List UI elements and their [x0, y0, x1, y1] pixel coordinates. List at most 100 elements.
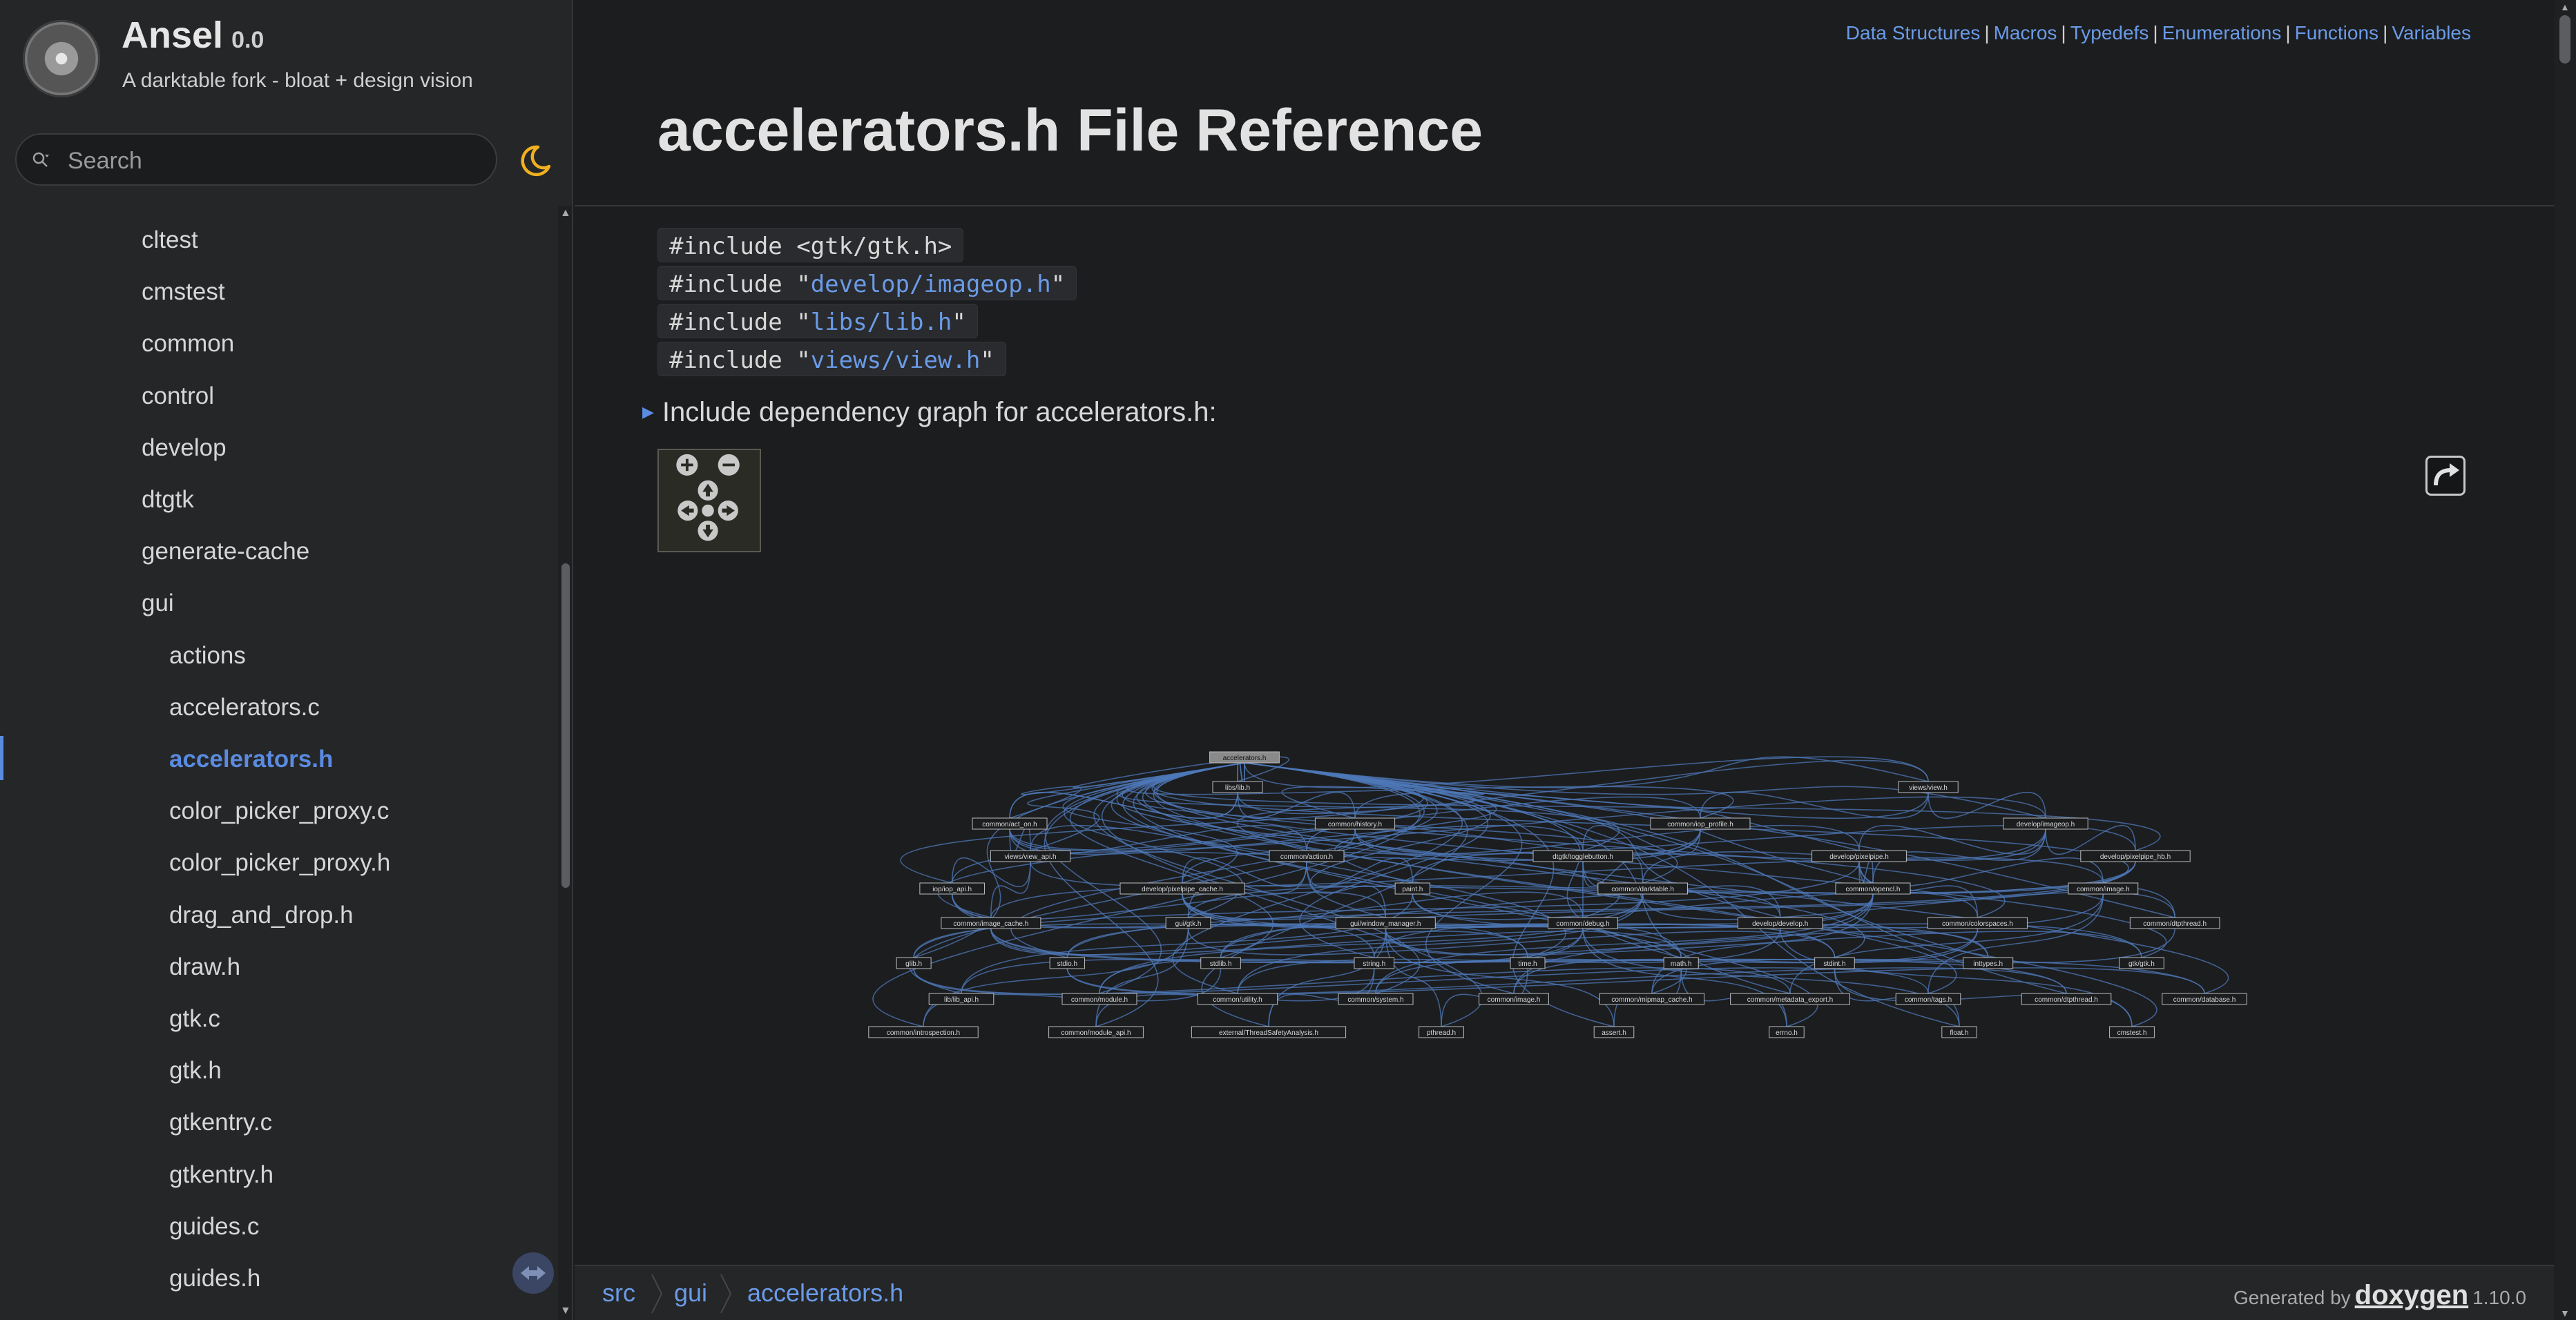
graph-node[interactable]: lib/lib_api.h — [928, 993, 994, 1005]
splitter-handle[interactable] — [512, 1252, 554, 1294]
graph-node[interactable]: common/image_cache.h — [941, 917, 1041, 929]
zoom-out-icon[interactable] — [718, 454, 740, 476]
graph-node[interactable]: external/ThreadSafetyAnalysis.h — [1191, 1026, 1347, 1038]
graph-node[interactable]: common/image.h — [1479, 993, 1549, 1005]
graph-node[interactable]: gtk/gtk.h — [2118, 957, 2164, 969]
nav-item[interactable]: control — [142, 382, 215, 409]
graph-node[interactable]: gui/gtk.h — [1165, 917, 1211, 929]
scroll-down-icon[interactable]: ▼ — [2560, 1308, 2570, 1319]
include-file-link[interactable]: views/view.h — [810, 347, 981, 374]
graph-node[interactable]: stdint.h — [1814, 957, 1855, 969]
graph-node[interactable]: float.h — [1941, 1026, 1977, 1038]
nav-item[interactable]: accelerators.c — [169, 693, 320, 721]
nav-item[interactable]: drag_and_drop.h — [169, 901, 354, 929]
nav-item[interactable]: color_picker_proxy.c — [169, 797, 390, 825]
pan-down-icon[interactable] — [698, 521, 718, 541]
nav-item[interactable]: gtkentry.c — [169, 1109, 273, 1136]
pan-left-icon[interactable] — [677, 501, 698, 521]
graph-node[interactable]: common/history.h — [1314, 817, 1396, 830]
graph-node[interactable]: paint.h — [1394, 882, 1431, 895]
graph-node[interactable]: string.h — [1354, 957, 1395, 969]
graph-node[interactable]: cmstest.h — [2109, 1026, 2155, 1038]
graph-node[interactable]: time.h — [1510, 957, 1546, 969]
quick-index-link[interactable]: Macros — [1993, 22, 2057, 43]
graph-node[interactable]: common/tags.h — [1895, 993, 1961, 1005]
quick-index-link[interactable]: Data Structures — [1845, 22, 1981, 43]
nav-item[interactable]: draw.h — [169, 953, 241, 980]
open-graph-external-button[interactable] — [2425, 456, 2466, 496]
main-scrollbar[interactable]: ▲ ▼ — [2554, 0, 2576, 1320]
graph-node[interactable]: common/database.h — [2162, 993, 2247, 1005]
graph-node[interactable]: assert.h — [1593, 1026, 1635, 1038]
nav-item[interactable]: develop — [142, 434, 227, 461]
nav-item[interactable]: guides.c — [169, 1212, 260, 1240]
nav-item[interactable]: common — [142, 330, 235, 358]
graph-node[interactable]: common/dtpthread.h — [2021, 993, 2112, 1005]
search-box[interactable] — [15, 133, 497, 186]
nav-item[interactable]: generate-cache — [142, 538, 310, 565]
nav-item[interactable]: gtk.h — [169, 1057, 222, 1085]
graph-node[interactable]: common/introspection.h — [868, 1026, 979, 1038]
nav-item[interactable]: accelerators.h — [169, 746, 334, 773]
graph-node[interactable]: views/view.h — [1898, 781, 1959, 793]
graph-node[interactable]: develop/imageop.h — [2003, 817, 2088, 830]
graph-node[interactable]: develop/pixelpipe.h — [1811, 850, 1907, 862]
breadcrumb-src[interactable]: src — [602, 1279, 635, 1307]
nav-item[interactable]: gui — [142, 590, 174, 617]
pan-right-icon[interactable] — [718, 501, 738, 521]
graph-node[interactable]: stdlib.h — [1200, 957, 1241, 969]
breadcrumb-gui[interactable]: gui — [674, 1279, 708, 1307]
graph-node[interactable]: libs/lib.h — [1212, 781, 1263, 793]
nav-item[interactable]: color_picker_proxy.h — [169, 849, 391, 877]
scroll-up-icon[interactable]: ▲ — [560, 207, 571, 219]
search-input[interactable] — [66, 143, 483, 179]
graph-node[interactable]: common/colorspaces.h — [1927, 917, 2028, 929]
graph-node[interactable]: common/opencl.h — [1835, 882, 1911, 895]
graph-node[interactable]: common/utility.h — [1197, 993, 1278, 1005]
graph-node[interactable]: common/metadata_export.h — [1730, 993, 1850, 1005]
graph-node[interactable]: common/dtpthread.h — [2129, 917, 2220, 929]
breadcrumb-current[interactable]: accelerators.h — [747, 1279, 904, 1307]
graph-node[interactable]: gui/window_manager.h — [1335, 917, 1436, 929]
graph-node[interactable]: glib.h — [896, 957, 932, 969]
main-scroll-thumb[interactable] — [2559, 15, 2570, 64]
nav-item[interactable]: dtgtk — [142, 486, 194, 513]
graph-node[interactable]: pthread.h — [1419, 1026, 1464, 1038]
pan-reset-icon[interactable] — [702, 504, 714, 517]
graph-node[interactable]: common/action.h — [1269, 850, 1345, 862]
nav-item[interactable]: gtk.c — [169, 1005, 220, 1032]
sidebar-scrollbar[interactable]: ▲ ▼ — [558, 206, 572, 1320]
graph-node[interactable]: stdio.h — [1049, 957, 1086, 969]
pan-up-icon[interactable] — [698, 480, 718, 501]
graph-node[interactable]: common/mipmap_cache.h — [1599, 993, 1705, 1005]
graph-node[interactable]: math.h — [1663, 957, 1699, 969]
quick-index-link[interactable]: Variables — [2392, 22, 2471, 43]
graph-node[interactable]: develop/pixelpipe_hb.h — [2080, 850, 2191, 862]
graph-node[interactable]: common/debug.h — [1548, 917, 1618, 929]
sidebar-scroll-thumb[interactable] — [561, 563, 570, 888]
nav-item[interactable]: actions — [169, 641, 246, 669]
dependency-graph-toggle[interactable]: ▶Include dependency graph for accelerato… — [642, 397, 1217, 428]
nav-item[interactable]: gtkentry.h — [169, 1161, 274, 1188]
graph-node[interactable]: accelerators.h — [1209, 751, 1280, 764]
graph-node[interactable]: common/module_api.h — [1048, 1026, 1144, 1038]
graph-node[interactable]: common/iop_profile.h — [1650, 817, 1751, 830]
quick-index-link[interactable]: Typedefs — [2070, 22, 2149, 43]
graph-node[interactable]: develop/pixelpipe_cache.h — [1119, 882, 1245, 895]
zoom-in-icon[interactable] — [676, 454, 698, 476]
nav-item[interactable]: guides.h — [169, 1265, 261, 1292]
graph-node[interactable]: develop/develop.h — [1738, 917, 1823, 929]
include-file-link[interactable]: develop/imageop.h — [810, 271, 1051, 298]
graph-node[interactable]: errno.h — [1769, 1026, 1805, 1038]
quick-index-link[interactable]: Functions — [2294, 22, 2379, 43]
quick-index-link[interactable]: Enumerations — [2162, 22, 2282, 43]
moon-icon[interactable] — [515, 142, 553, 180]
doxygen-logo-link[interactable]: doxygen — [2354, 1280, 2469, 1310]
nav-item[interactable]: cltest — [142, 226, 198, 253]
graph-node[interactable]: views/view_api.h — [990, 850, 1071, 862]
graph-node[interactable]: iop/iop_api.h — [919, 882, 985, 895]
include-file-link[interactable]: libs/lib.h — [810, 309, 952, 336]
nav-item[interactable]: cmstest — [142, 278, 225, 306]
graph-node[interactable]: dtgtk/togglebutton.h — [1532, 850, 1633, 862]
scroll-up-icon[interactable]: ▲ — [2560, 1, 2570, 12]
